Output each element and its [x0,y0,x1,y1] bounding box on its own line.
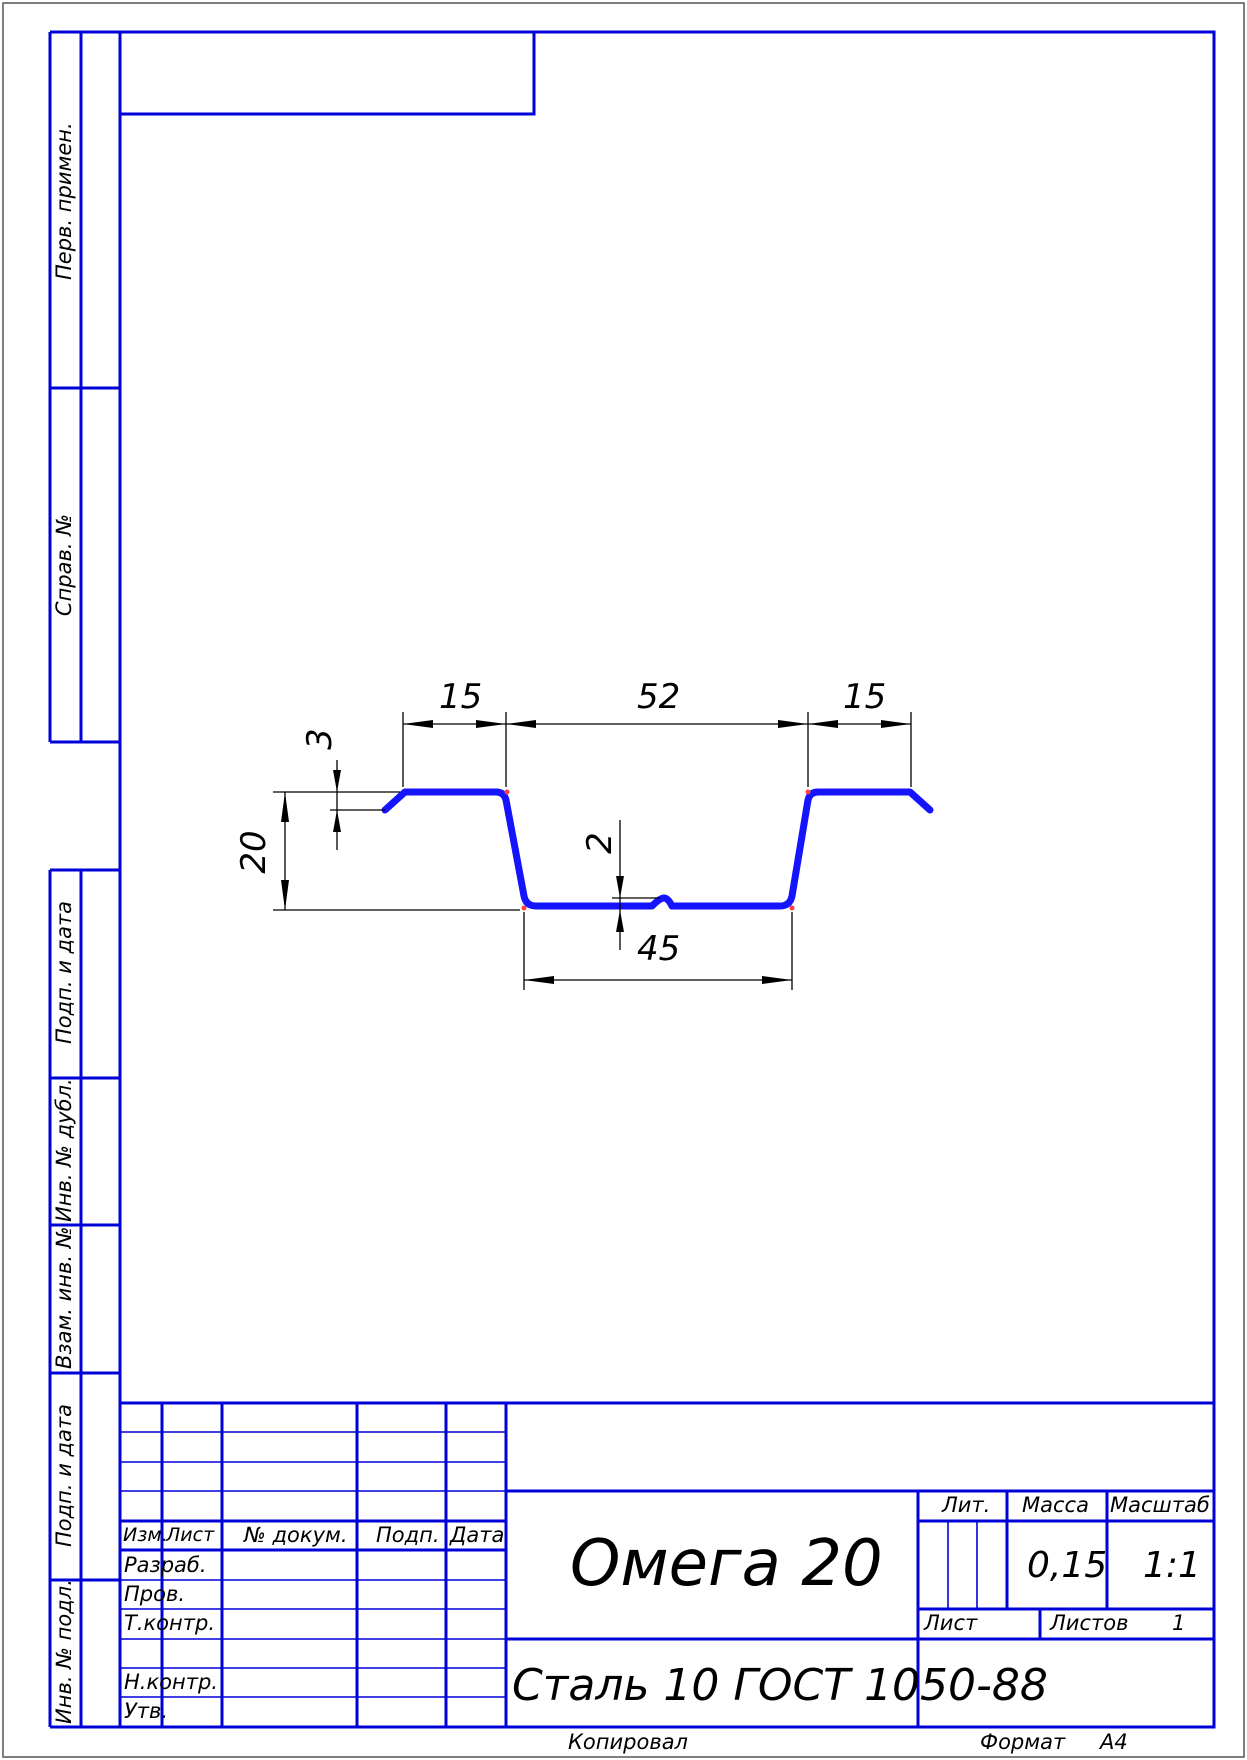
dim-right-flange: 15 [843,677,887,717]
dim-center-span: 52 [637,677,681,717]
scale-value: 1:1 [1143,1545,1201,1586]
role-razrab: Разраб. [124,1553,207,1577]
hdr-izm: Изм. [123,1524,168,1546]
left-strip-bottom [48,868,120,1729]
format-label: Формат [980,1730,1066,1754]
side-label-podp-data-1: Подп. и дата [52,900,76,1044]
hdr-data: Дата [450,1523,505,1547]
material: Сталь 10 ГОСТ 1050-88 [512,1660,1048,1711]
hdr-doc: № докум. [244,1523,348,1547]
role-nkontr: Н.контр. [124,1670,218,1694]
sheet-label: Лист [924,1611,978,1635]
dim-left-flange: 15 [439,677,483,717]
side-label-inv-podl: Инв. № подл. [52,1579,76,1724]
dim-lip: 3 [300,728,340,750]
left-strip-top [48,30,120,744]
hdr-podp: Подп. [376,1523,440,1547]
title-block-lines [120,1401,1214,1727]
omega-profile [381,788,934,910]
copied-label: Копировал [568,1730,688,1754]
side-label-sprav-no: Справ. № [52,513,76,617]
sheets-count: 1 [1172,1611,1186,1635]
mass-label: Масса [1022,1493,1089,1517]
dim-groove: 2 [580,832,620,854]
sheets-label: Листов [1050,1611,1129,1635]
format-value: A4 [1100,1730,1128,1754]
top-left-box [118,30,536,116]
dim-bottom: 45 [637,929,681,969]
role-tkontr: Т.контр. [124,1611,216,1635]
side-label-podp-data-2: Подп. и дата [52,1403,76,1547]
lit-label: Лит. [942,1493,991,1517]
role-prov: Пров. [124,1582,186,1606]
side-label-vzam-inv: Взам. инв. № [52,1226,76,1369]
role-utv: Утв. [124,1699,169,1723]
dimension-lines [273,712,912,990]
mass-value: 0,15 [1027,1545,1108,1586]
hdr-list: Лист [166,1524,215,1546]
frame [118,30,1216,1729]
side-label-perv-primen: Перв. примен. [52,122,76,280]
designation: Омега 20 [570,1527,883,1601]
main-frame [118,30,1216,1729]
scale-label: Масштаб [1110,1493,1210,1517]
construction-marks [504,789,811,911]
dim-height: 20 [234,830,274,874]
side-label-inv-dubl: Инв. № дубл. [52,1078,76,1222]
